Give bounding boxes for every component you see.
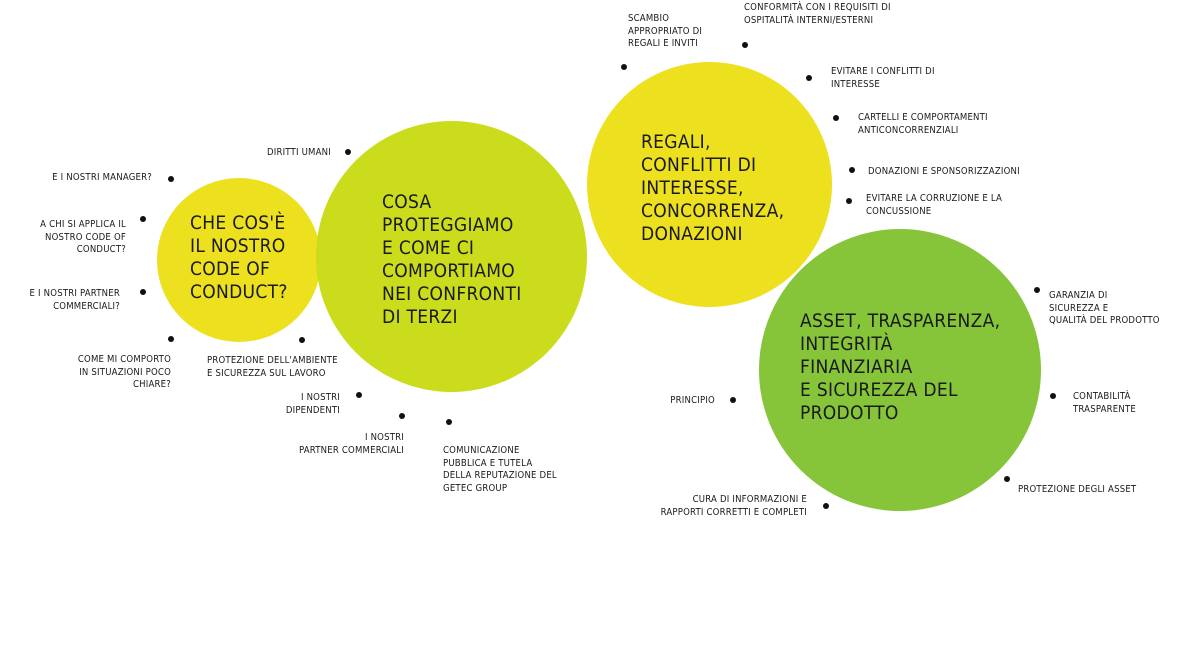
- dot-partners-question: [140, 289, 146, 295]
- title-code-of-conduct: CHE COS'È IL NOSTRO CODE OF CONDUCT?: [190, 212, 288, 303]
- label-accounting: CONTABILITÀ TRASPARENTE: [1073, 391, 1136, 415]
- title-assets-transparency: ASSET, TRASPARENZA, INTEGRITÀ FINANZIARI…: [800, 310, 1001, 424]
- label-info-care: CURA DI INFORMAZIONI E RAPPORTI CORRETTI…: [660, 494, 807, 518]
- label-principle: PRINCIPIO: [670, 395, 715, 406]
- dot-donations: [849, 167, 855, 173]
- dot-human-rights: [345, 149, 351, 155]
- dot-conflicts: [806, 75, 812, 81]
- dot-gifts-exchange: [621, 64, 627, 70]
- label-employees: I NOSTRI DIPENDENTI: [285, 392, 340, 416]
- title-gifts-conflicts: REGALI, CONFLITTI DI INTERESSE, CONCORRE…: [641, 131, 785, 245]
- label-partners: I NOSTRI PARTNER COMMERCIALI: [298, 432, 404, 456]
- bubble-code-of-conduct: [157, 178, 321, 342]
- title-what-we-protect: COSA PROTEGGIAMO E COME CI COMPORTIAMO N…: [382, 191, 522, 328]
- dot-info-care: [823, 503, 829, 509]
- label-unclear-situations: COME MI COMPORTO IN SITUAZIONI POCO CHIA…: [77, 354, 171, 390]
- dot-applies: [140, 216, 146, 222]
- label-environment: PROTEZIONE DELL'AMBIENTE E SICUREZZA SUL…: [207, 355, 338, 379]
- bubble-what-we-protect: [316, 121, 587, 392]
- label-gifts-exchange: SCAMBIO APPROPRIATO DI REGALI E INVITI: [628, 13, 703, 49]
- label-human-rights: DIRITTI UMANI: [266, 147, 331, 158]
- dot-hospitality: [742, 42, 748, 48]
- dot-principle: [730, 397, 736, 403]
- dot-environment: [299, 337, 305, 343]
- label-managers: E I NOSTRI MANAGER?: [52, 172, 152, 183]
- dot-asset-protection: [1004, 476, 1010, 482]
- label-partners-question: E I NOSTRI PARTNER COMMERCIALI?: [29, 288, 120, 312]
- dot-safety: [1034, 287, 1040, 293]
- label-hospitality: CONFORMITÀ CON I REQUISITI DI OSPITALITÀ…: [744, 2, 891, 26]
- label-communication: COMUNICAZIONE PUBBLICA E TUTELA DELLA RE…: [443, 445, 557, 494]
- bubble-assets-transparency: [759, 229, 1041, 511]
- dot-accounting: [1050, 393, 1056, 399]
- dot-unclear-situations: [168, 336, 174, 342]
- label-applies: A CHI SI APPLICA IL NOSTRO CODE OF CONDU…: [40, 219, 126, 255]
- dot-corruption: [846, 198, 852, 204]
- dot-partners: [399, 413, 405, 419]
- dot-cartels: [833, 115, 839, 121]
- label-asset-protection: PROTEZIONE DEGLI ASSET: [1018, 484, 1137, 495]
- dot-managers: [168, 176, 174, 182]
- label-corruption: EVITARE LA CORRUZIONE E LA CONCUSSIONE: [866, 193, 1003, 217]
- label-donations: DONAZIONI E SPONSORIZZAZIONI: [868, 166, 1020, 177]
- dot-employees: [356, 392, 362, 398]
- label-safety: GARANZIA DI SICUREZZA E QUALITÀ DEL PROD…: [1049, 290, 1160, 326]
- bubble-gifts-conflicts: [587, 62, 832, 307]
- label-cartels: CARTELLI E COMPORTAMENTI ANTICONCORRENZI…: [858, 112, 988, 136]
- label-conflicts: EVITARE I CONFLITTI DI INTERESSE: [831, 66, 935, 90]
- dot-communication: [446, 419, 452, 425]
